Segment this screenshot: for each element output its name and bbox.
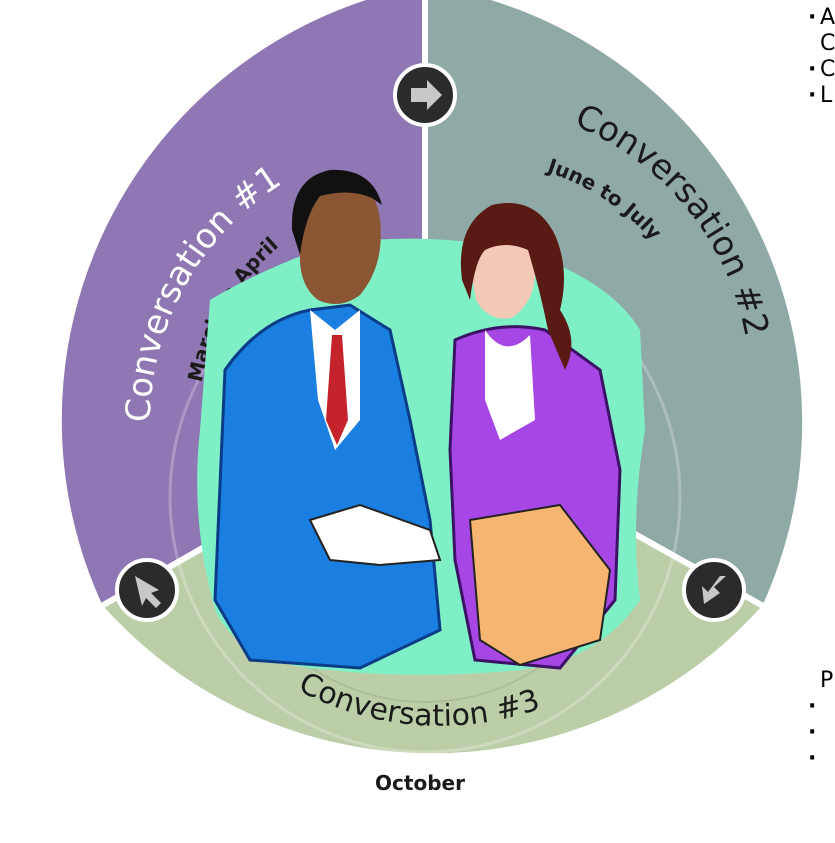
man-tie bbox=[326, 335, 348, 445]
side-notes-bottom: P · · · bbox=[808, 668, 834, 771]
man-suit bbox=[213, 303, 442, 670]
conversation-people-illustration bbox=[197, 169, 645, 676]
paper bbox=[308, 503, 442, 567]
side-notes-top: ·A C ·C ·L bbox=[808, 5, 835, 108]
folder bbox=[468, 503, 612, 667]
man-face bbox=[299, 175, 381, 304]
side-note-line: P bbox=[820, 668, 834, 693]
arrow-down-left-icon bbox=[682, 558, 746, 622]
woman-hair bbox=[460, 203, 572, 370]
arrow-right-icon bbox=[393, 63, 457, 127]
side-note-line: A bbox=[820, 5, 835, 30]
side-note-line: L bbox=[820, 83, 833, 108]
woman-shirt bbox=[485, 330, 535, 440]
segment-3-subtitle: October bbox=[375, 771, 465, 795]
side-note-line: C bbox=[820, 57, 835, 82]
man-hair bbox=[291, 169, 382, 255]
side-note-line: C bbox=[820, 31, 835, 56]
arrow-up-left-icon bbox=[115, 558, 179, 622]
